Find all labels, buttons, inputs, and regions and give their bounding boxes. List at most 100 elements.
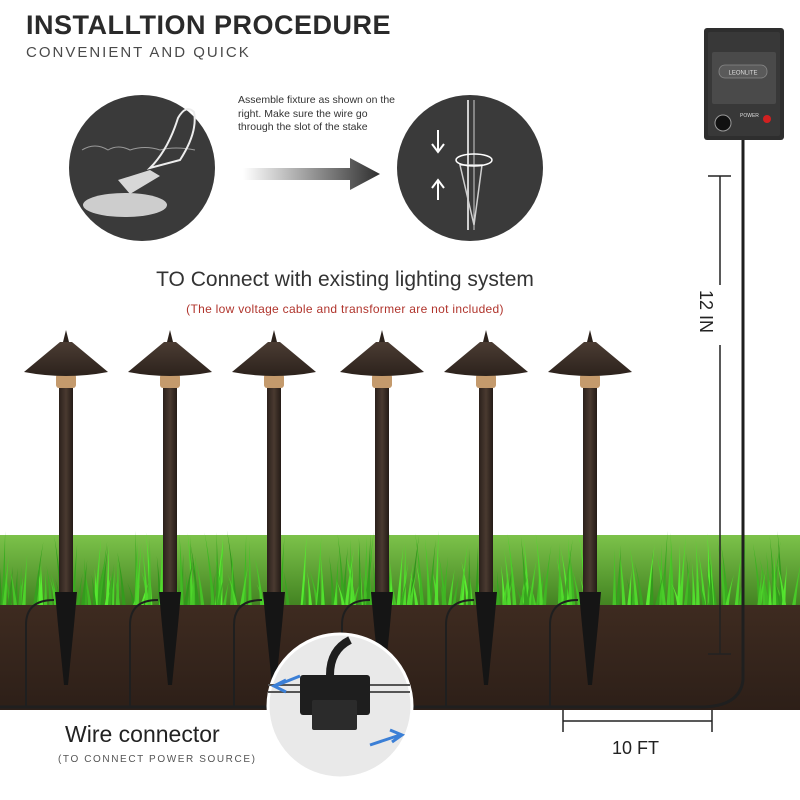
light-glow: [580, 374, 600, 388]
path-light: [340, 330, 424, 707]
grass-blade: [507, 533, 517, 610]
path-light: [24, 330, 108, 707]
grass-blade: [791, 567, 800, 610]
grass-blade: [649, 551, 654, 610]
path-light: [548, 330, 632, 707]
grass-blade: [671, 583, 682, 610]
grass-blade: [535, 576, 540, 610]
grass-blade: [227, 573, 239, 610]
grass-blade: [147, 537, 152, 610]
grass-blade: [535, 533, 544, 610]
light-stake: [159, 592, 181, 685]
grass-blade: [32, 541, 44, 610]
grass-blade: [759, 556, 770, 610]
grass-blade: [447, 568, 455, 610]
height-label: 12 IN: [696, 290, 716, 334]
grass-blade: [645, 544, 655, 610]
grass-blade: [424, 538, 432, 610]
light-finial: [587, 330, 593, 342]
light-stem: [267, 378, 281, 593]
grass-blade: [695, 539, 700, 610]
path-light: [128, 330, 212, 707]
grass-blade: [734, 550, 742, 610]
spacing-label: 10 FT: [612, 738, 660, 758]
grass-blade: [709, 559, 714, 610]
light-stem: [479, 378, 493, 593]
grass-blade: [626, 569, 632, 610]
grass-blade: [221, 582, 229, 610]
grass-blade: [9, 566, 18, 610]
grass-blade: [333, 554, 339, 610]
light-stake: [579, 592, 601, 685]
grass-blade: [396, 546, 404, 610]
grass-blade: [441, 556, 449, 610]
grass-blade: [676, 543, 681, 610]
grass-blade: [195, 558, 205, 610]
light-finial: [379, 330, 385, 342]
grass-blade: [316, 570, 321, 610]
light-finial: [483, 330, 489, 342]
grass-blade: [501, 571, 509, 610]
grass-blade: [756, 566, 763, 610]
transformer-power-label: POWER: [740, 113, 759, 119]
grass-blade: [629, 546, 639, 610]
grass-blade: [527, 557, 537, 610]
grass-blade: [17, 566, 22, 610]
grass-blade: [283, 571, 291, 610]
grass-blade: [530, 584, 535, 610]
grass-blade: [320, 555, 326, 610]
grass-blade: [117, 552, 127, 610]
grass-blade: [134, 542, 142, 610]
grass-blade: [569, 549, 576, 610]
grass-blade: [307, 571, 313, 610]
grass-blade: [402, 543, 407, 610]
grass-blade: [467, 548, 472, 610]
grass-blade: [541, 545, 552, 610]
grass-blade: [686, 553, 692, 610]
grass-blade: [514, 584, 526, 610]
light-finial: [63, 330, 69, 342]
light-stake: [371, 592, 393, 685]
light-stake: [475, 592, 497, 685]
grass-blade: [670, 532, 675, 610]
grass-blade: [182, 556, 194, 610]
grass-blade: [678, 536, 686, 610]
grass-blade: [247, 540, 252, 610]
light-cap: [232, 342, 316, 376]
grass-blade: [315, 536, 322, 610]
light-stake: [55, 592, 77, 685]
grass-blade: [158, 533, 163, 610]
light-wire: [549, 599, 579, 707]
light-glow: [264, 374, 284, 388]
light-cap: [128, 342, 212, 376]
grass-blade: [229, 550, 234, 610]
grass-blade: [615, 544, 622, 610]
spacing-dimension: [562, 710, 713, 732]
grass-blade: [332, 584, 337, 610]
step-arrow-icon: [243, 158, 380, 190]
grass-blade: [459, 574, 466, 610]
height-dimension: [708, 175, 731, 655]
page-subtitle: CONVENIENT AND QUICK: [26, 44, 251, 61]
grass-blade: [239, 563, 249, 610]
grass-blade: [520, 536, 529, 610]
grass-blade: [691, 562, 696, 610]
step-instruction: Assemble fixture as shown on the right. …: [238, 94, 395, 134]
grass-blade: [391, 582, 398, 610]
grass-blade: [336, 581, 346, 610]
grass-blade: [525, 576, 531, 610]
grass-blade: [343, 548, 355, 610]
light-stake: [263, 592, 285, 685]
grass-blade: [407, 570, 417, 610]
power-cable: [0, 140, 745, 709]
light-stem: [375, 378, 389, 593]
grass-blade: [300, 534, 307, 610]
grass-blade: [556, 555, 566, 610]
grass-blade: [634, 562, 645, 610]
light-wire: [341, 599, 371, 707]
grass-blade: [408, 535, 420, 610]
grass-blade: [103, 575, 111, 610]
grass-blade: [179, 533, 184, 610]
grass-blade: [562, 539, 573, 610]
